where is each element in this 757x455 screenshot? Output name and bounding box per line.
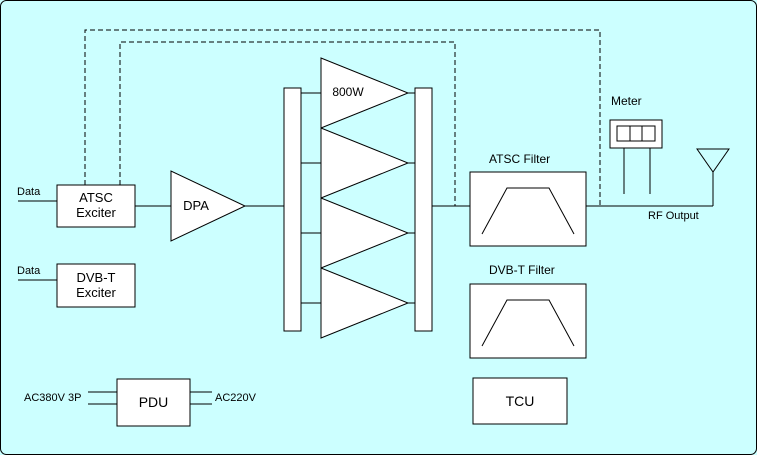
dvbt-exciter-box	[56, 263, 136, 308]
dvbt-filter-box	[469, 283, 587, 359]
dvbt-filter-title: DVB-T Filter	[489, 263, 555, 277]
atsc-filter-response-curve	[481, 187, 575, 235]
meter-label: Meter	[611, 94, 642, 108]
feedback-dashed-line-outer	[84, 29, 601, 206]
tcu-label: TCU	[505, 392, 535, 409]
atsc-filter-box	[469, 171, 587, 247]
combiner-bar	[414, 87, 433, 332]
dpa-label: DPA	[183, 197, 209, 213]
meter-icon	[609, 119, 663, 194]
dvbt-filter-response-curve	[481, 299, 575, 347]
amplifier-power-label: 800W	[332, 85, 364, 100]
pdu-box	[116, 378, 191, 427]
power-amplifier-2	[320, 127, 410, 199]
tcu-box	[472, 377, 568, 425]
splitter-bar	[283, 87, 302, 332]
atsc-filter-title: ATSC Filter	[489, 152, 551, 166]
antenna-icon	[696, 148, 730, 173]
ac-output-label: AC220V	[215, 392, 256, 404]
pdu-label: PDU	[138, 394, 169, 411]
power-amplifier-1	[320, 57, 410, 129]
dvbt-data-label: Data	[17, 265, 41, 277]
power-amplifier-3	[320, 197, 410, 269]
dpa-amplifier-triangle	[170, 170, 247, 242]
pdu-power-lines	[88, 391, 212, 405]
feedback-dashed-line-inner	[119, 41, 456, 206]
ac-input-label: AC380V 3P	[24, 392, 82, 404]
dvbt-exciter-label: DVB-T Exciter	[76, 269, 116, 300]
power-amplifier-4	[320, 267, 410, 339]
atsc-exciter-label: ATSC Exciter	[76, 190, 116, 220]
rf-output-label: RF Output	[648, 210, 699, 222]
atsc-data-label: Data	[17, 186, 41, 198]
atsc-exciter-box	[56, 184, 136, 228]
amplifier-connection-lines	[301, 92, 415, 304]
